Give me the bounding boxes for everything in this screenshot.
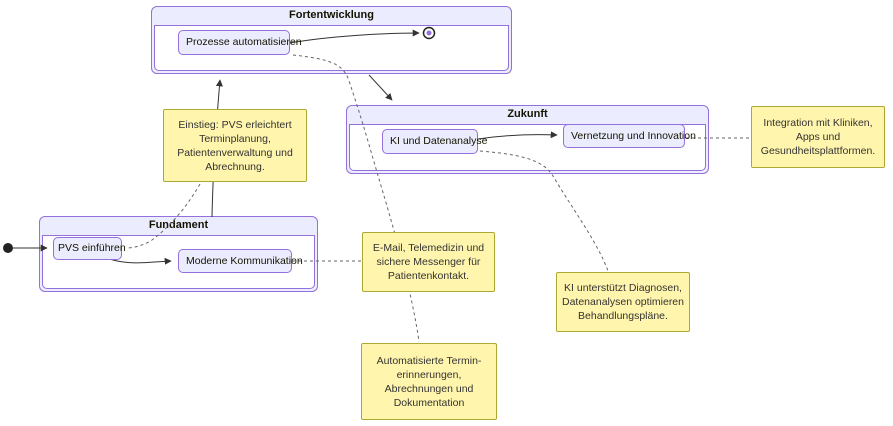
note-line: Gesundheitsplattformen. — [760, 145, 876, 157]
edge-fortentwicklung-to-zukunft — [368, 74, 393, 101]
note-line: Patientenverwaltung und — [177, 146, 293, 159]
state-ki-und-datenanalyse: KI und Datenanalyse — [382, 129, 487, 154]
note-automatisierte: Automatisierte Termin- erinnerungen, Abr… — [361, 343, 497, 420]
container-title-zukunft: Zukunft — [507, 108, 548, 120]
note-line: KI unterstützt Diagnosen, — [564, 282, 682, 294]
note-line: Datenanalysen optimieren — [562, 296, 684, 308]
note-email: E-Mail, Telemedizin und sichere Messenge… — [362, 232, 495, 292]
note-line: Abrechnung. — [205, 160, 265, 173]
note-line: Abrechnungen und — [384, 382, 474, 395]
state-prozesse-automatisieren: Prozesse automatisieren — [178, 30, 302, 55]
note-einstieg: Einstieg: PVS erleichtert Terminplanung,… — [163, 109, 307, 182]
note-line: Apps und — [795, 131, 841, 143]
note-line: Einstieg: PVS erleichtert — [178, 118, 292, 131]
note-line: Dokumentation — [393, 396, 465, 409]
notelink-prozesse-automatisierte — [292, 54, 420, 343]
note-line: E-Mail, Telemedizin und — [372, 242, 485, 254]
note-line: Behandlungspläne. — [578, 310, 668, 322]
start-state-icon — [3, 243, 13, 253]
state-pvs-einfuehren: PVS einführen — [53, 237, 126, 260]
container-title-fundament: Fundament — [148, 219, 209, 231]
note-line: Patientenkontakt. — [387, 270, 470, 282]
state-vernetzung-und-innovation: Vernetzung und Innovation — [563, 124, 696, 148]
note-line: erinnerungen, — [396, 368, 462, 381]
container-title-fortentwicklung: Fortentwicklung — [289, 9, 374, 21]
note-line: Integration mit Kliniken, — [763, 117, 873, 129]
note-line: Terminplanung, — [199, 132, 271, 145]
note-integration: Integration mit Kliniken, Apps und Gesun… — [751, 106, 885, 168]
note-ki: KI unterstützt Diagnosen, Datenanalysen … — [556, 272, 690, 332]
note-line: Automatisierte Termin- — [376, 354, 482, 367]
note-line: sichere Messenger für — [376, 256, 481, 268]
state-moderne-kommunikation: Moderne Kommunikation — [178, 249, 303, 273]
